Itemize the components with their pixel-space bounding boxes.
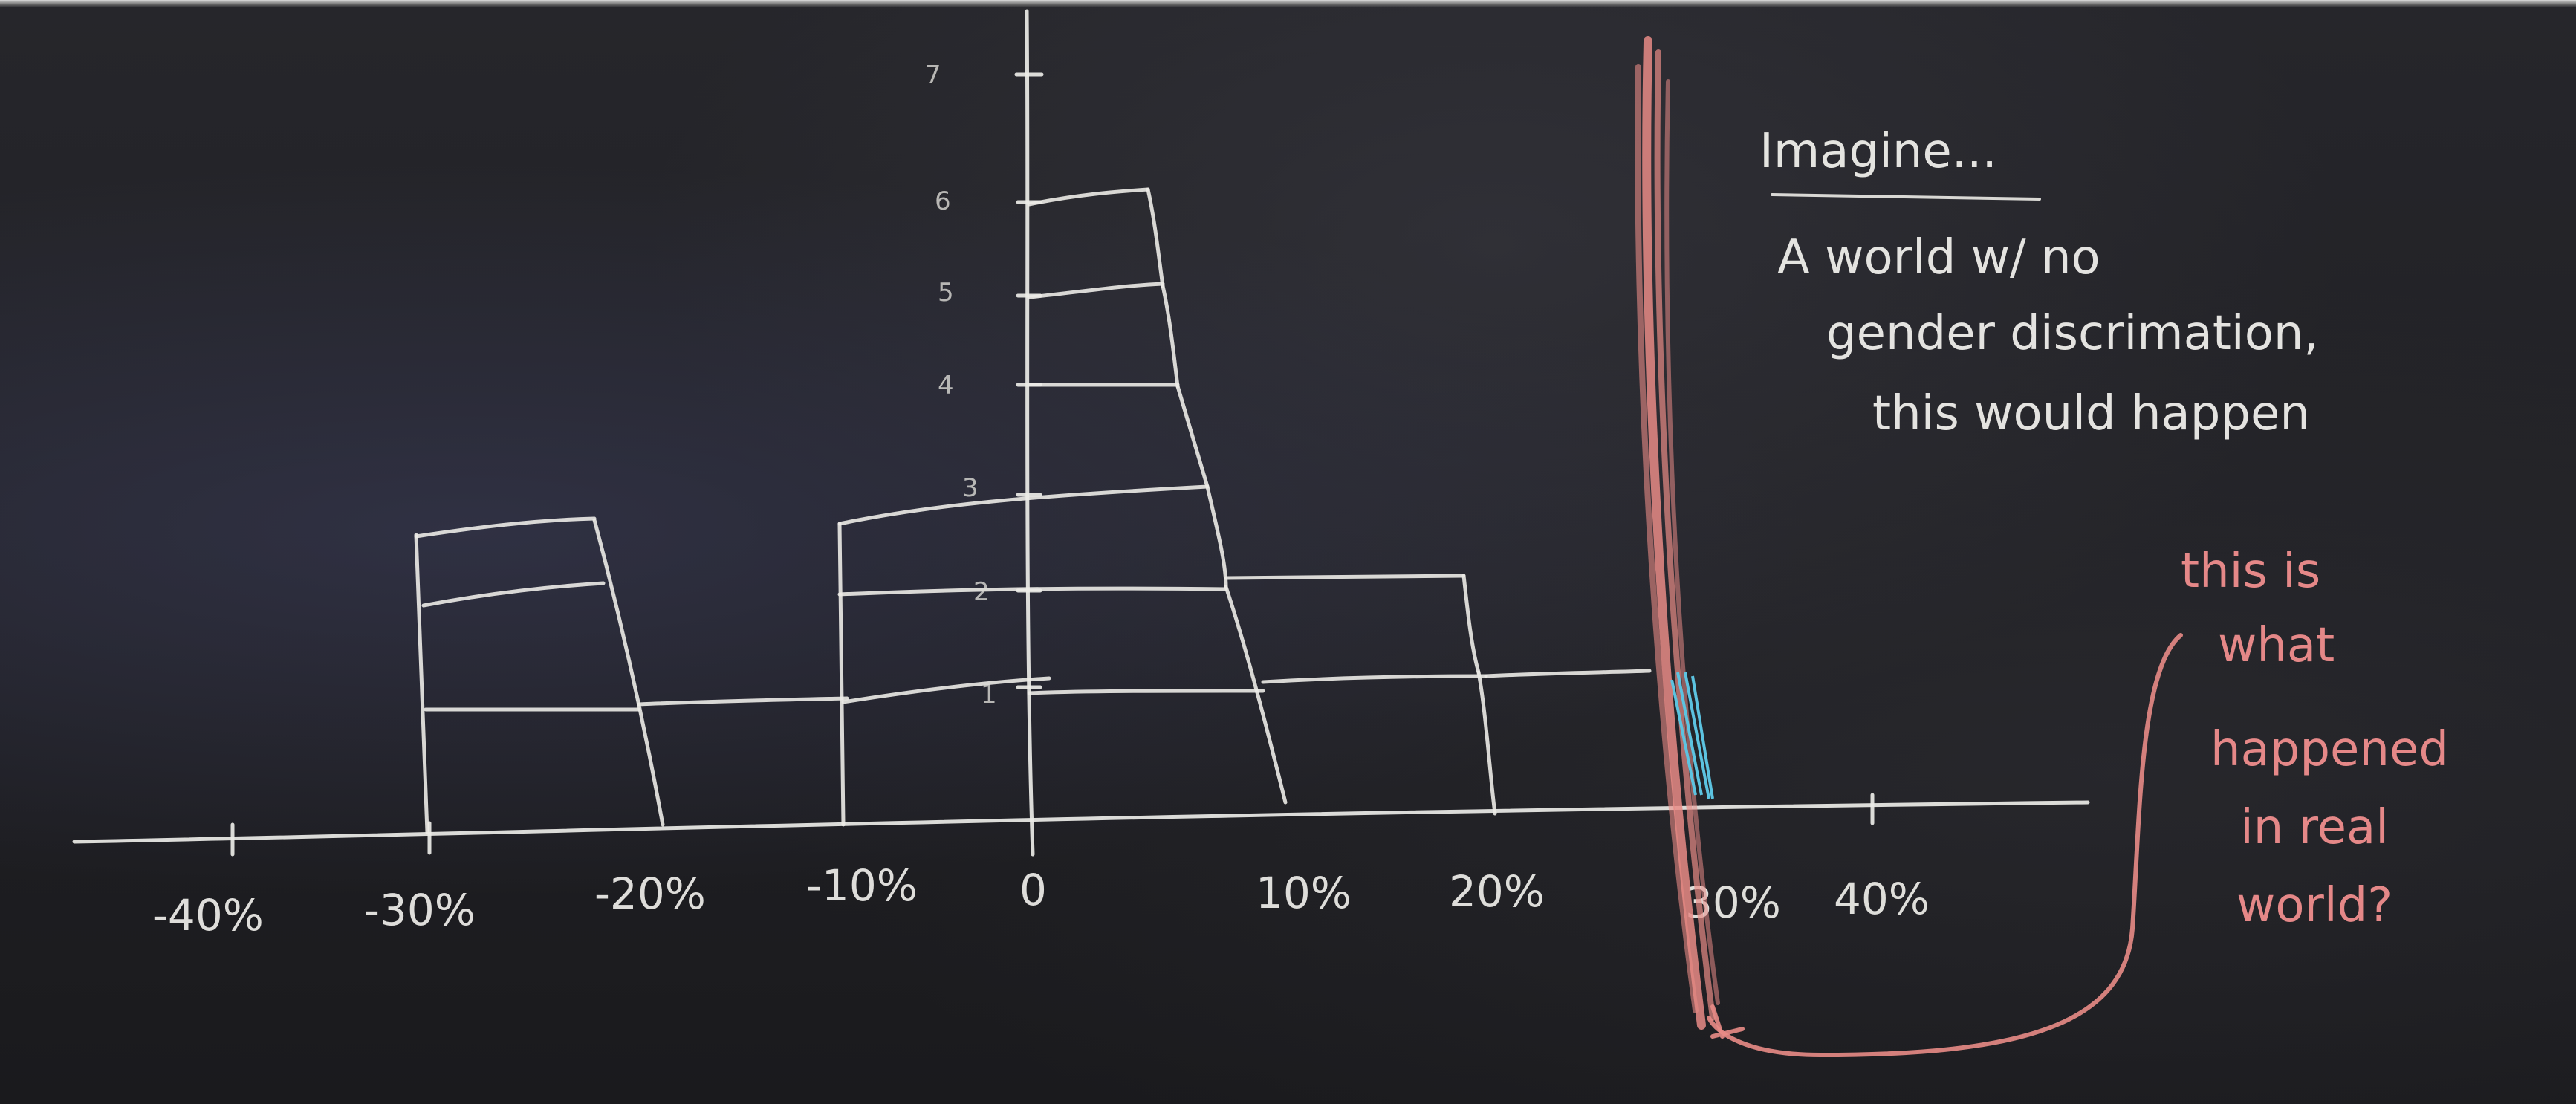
red-arrow-head (1710, 1004, 1745, 1039)
note-line-2: gender discrimation, (1826, 306, 2319, 361)
histogram-bar (637, 696, 849, 707)
y-label-3: 3 (962, 473, 979, 503)
x-label-40: 40% (1834, 874, 1930, 924)
y-label-1: 1 (981, 680, 997, 710)
y-label-4: 4 (938, 371, 954, 400)
note-title: Imagine... (1759, 124, 1997, 179)
x-label-minus-20: -20% (594, 868, 706, 919)
histogram-bar (1484, 669, 1652, 678)
x-label-zero: 0 (1019, 865, 1047, 915)
y-label-2: 2 (973, 577, 990, 607)
note-line-3: this would happen (1872, 386, 2310, 441)
y-label-5: 5 (938, 278, 954, 308)
red-note-line-2: what (2218, 618, 2335, 673)
histogram-bar (837, 522, 846, 827)
x-axis (72, 800, 2090, 844)
red-arrow (1707, 633, 2183, 1058)
red-note-line-5: world? (2236, 878, 2392, 933)
y-label-6: 6 (935, 186, 951, 216)
red-note-line-3: happened (2210, 722, 2449, 777)
x-axis-ticks (230, 793, 1875, 857)
x-label-10: 10% (1256, 868, 1352, 918)
red-note-line-4: in real (2240, 800, 2389, 855)
red-note-line-1: this is (2181, 544, 2320, 599)
y-label-7: 7 (925, 60, 941, 90)
x-label-minus-40: -40% (152, 890, 264, 941)
y-axis (1025, 9, 1035, 857)
x-axis-labels: -40% -30% -20% -10% 0 10% 20% 30% 40% (152, 860, 1930, 941)
note-line-1: A world w/ no (1777, 230, 2100, 285)
histogram-bar (414, 533, 429, 834)
histogram-bars (414, 187, 1652, 834)
histogram-bar (1027, 187, 1150, 207)
board-frame (0, 0, 2576, 7)
x-label-20: 20% (1449, 866, 1545, 917)
red-note-block: this is what happened in real world? (2181, 544, 2449, 933)
y-axis-labels: 1 2 3 4 5 6 7 (925, 60, 997, 710)
note-block: Imagine... A world w/ no gender discrima… (1759, 124, 2319, 441)
x-label-minus-10: -10% (806, 860, 918, 911)
blue-shading (1670, 672, 1714, 799)
histogram-bar (1224, 574, 1466, 580)
red-marker-line (1635, 36, 1720, 1030)
x-label-minus-30: -30% (364, 885, 476, 935)
